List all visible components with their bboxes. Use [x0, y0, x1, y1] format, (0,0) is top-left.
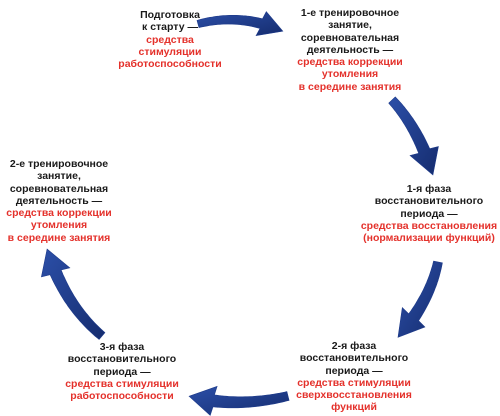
- node-title-line: 3-я фаза: [99, 341, 145, 353]
- node-title-line: Подготовка: [140, 9, 200, 21]
- node-means-line: средства коррекции: [297, 56, 403, 69]
- node-title-line: соревновательная: [9, 182, 109, 195]
- node-title-line: восстановительного: [67, 353, 177, 366]
- node-title-line: занятие,: [37, 170, 81, 183]
- node-means-line: в середине занятия: [7, 231, 111, 244]
- node-means-line: утомления: [30, 219, 88, 232]
- node-title-line: 2-е тренировочное: [9, 158, 109, 170]
- arrow-shape: [397, 260, 443, 338]
- node-session-1: 1-е тренировочное занятие, соревнователь…: [278, 7, 422, 93]
- node-means-line: работоспособности: [70, 390, 174, 403]
- node-session-2: 2-е тренировочное занятие, соревнователь…: [0, 158, 118, 244]
- node-means-line: средства коррекции: [6, 207, 112, 220]
- arrow-shape: [188, 385, 290, 416]
- arrow-session1-to-phase1: [388, 96, 439, 176]
- node-means-line: стимуляции: [138, 45, 202, 58]
- node-title-line: к старту —: [142, 21, 198, 34]
- node-preparation: Подготовка к старту — средства стимуляци…: [112, 9, 228, 70]
- node-title-line: 2-я фаза: [331, 340, 377, 352]
- node-title-line: восстановительного: [299, 352, 409, 365]
- node-title-line: периода —: [93, 365, 151, 378]
- arrow-phase2-to-phase3: [188, 385, 290, 416]
- arrow-shape: [388, 96, 439, 176]
- node-means-line: средства стимуляции: [65, 377, 179, 390]
- node-recovery-phase-1: 1-я фаза восстановительного периода — ср…: [355, 183, 500, 244]
- node-means-line: средства стимуляции: [297, 376, 411, 389]
- arrow-shape: [41, 248, 106, 340]
- node-means-line: средства: [146, 33, 194, 46]
- node-title-line: деятельность —: [306, 43, 394, 56]
- node-title-line: восстановительного: [374, 195, 484, 208]
- node-title-line: соревновательная: [300, 31, 400, 44]
- node-means-line: сверхвосстановления: [296, 389, 412, 402]
- node-recovery-phase-3: 3-я фаза восстановительного периода — ср…: [62, 341, 182, 402]
- node-means-line: средства восстановления: [360, 219, 498, 232]
- node-title-line: деятельность —: [15, 194, 103, 207]
- node-means-line: утомления: [321, 68, 379, 81]
- node-title-line: 1-е тренировочное: [300, 7, 400, 19]
- node-means-line: функций: [331, 401, 377, 414]
- arrow-phase3-to-session2: [41, 248, 106, 340]
- node-title-line: 1-я фаза: [406, 183, 452, 195]
- node-recovery-phase-2: 2-я фаза восстановительного периода — ср…: [290, 340, 418, 414]
- node-means-line: в середине занятия: [298, 80, 402, 93]
- node-title-line: периода —: [325, 364, 383, 377]
- node-title-line: занятие,: [328, 19, 372, 32]
- arrow-shape: [196, 11, 284, 36]
- arrow-prep-to-session1: [196, 11, 284, 36]
- node-means-line: работоспособности: [118, 58, 222, 71]
- arrow-phase1-to-phase2: [397, 260, 443, 338]
- node-means-line: (нормализации функций): [363, 232, 495, 245]
- node-title-line: периода —: [400, 207, 458, 220]
